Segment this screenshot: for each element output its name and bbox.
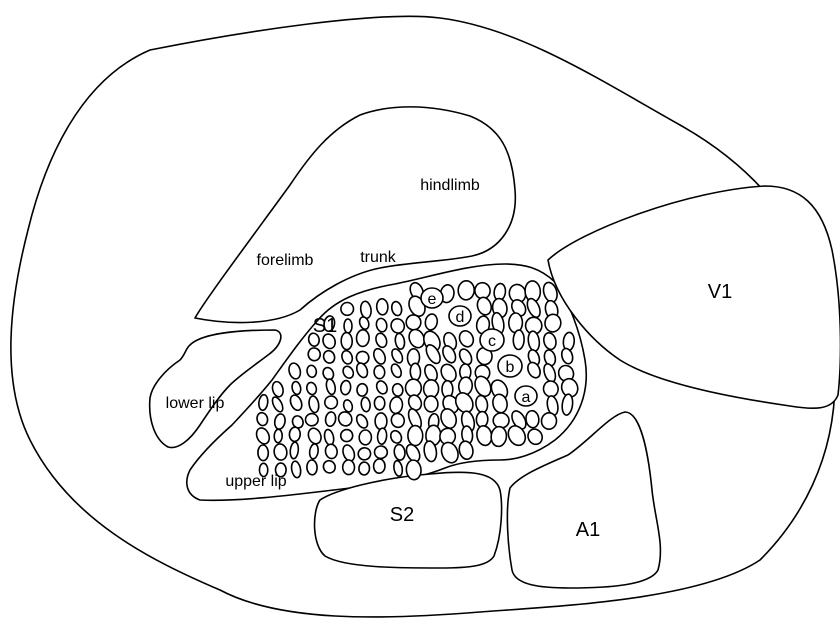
- label-a1: A1: [576, 519, 600, 541]
- barrel: [424, 395, 439, 412]
- barrel: [307, 460, 318, 475]
- label-row-c: c: [488, 333, 496, 350]
- barrel: [341, 429, 353, 441]
- barrel: [513, 330, 524, 350]
- label-forelimb: forelimb: [257, 252, 314, 269]
- barrel: [405, 314, 421, 331]
- barrel: [305, 413, 318, 425]
- label-lower-lip: lower lip: [166, 395, 225, 412]
- barrel: [359, 430, 371, 445]
- barrel: [357, 383, 368, 396]
- barrel: [344, 319, 352, 333]
- label-s1: S1: [313, 315, 337, 337]
- barrel: [356, 330, 369, 347]
- barrel: [373, 365, 385, 379]
- barrel: [341, 332, 353, 349]
- label-hindlimb: hindlimb: [420, 177, 480, 194]
- barrel: [476, 411, 488, 427]
- barrel: [405, 379, 421, 397]
- label-row-e: e: [428, 291, 437, 308]
- label-upper-lip: upper lip: [225, 473, 286, 490]
- barrel: [493, 413, 509, 428]
- barrel: [274, 429, 282, 443]
- barrel: [374, 396, 385, 410]
- barrel: [410, 363, 421, 380]
- barrel: [408, 425, 423, 445]
- barrel: [541, 412, 557, 429]
- barrel: [458, 280, 475, 300]
- label-trunk: trunk: [360, 249, 397, 266]
- barrel: [374, 445, 388, 459]
- label-row-a: a: [522, 389, 531, 406]
- label-row-d: d: [456, 309, 465, 326]
- barrel: [373, 459, 385, 474]
- barrel: [324, 395, 338, 409]
- barrel: [377, 428, 387, 445]
- label-v1: V1: [708, 281, 732, 303]
- barrel: [376, 298, 388, 315]
- barrel: [358, 462, 369, 476]
- label-s2: S2: [390, 504, 414, 526]
- barrel: [341, 303, 354, 316]
- barrel: [343, 460, 355, 475]
- label-row-b: b: [506, 359, 515, 376]
- barrel: [375, 413, 387, 430]
- barrel: [258, 445, 269, 461]
- barrel: [289, 427, 301, 442]
